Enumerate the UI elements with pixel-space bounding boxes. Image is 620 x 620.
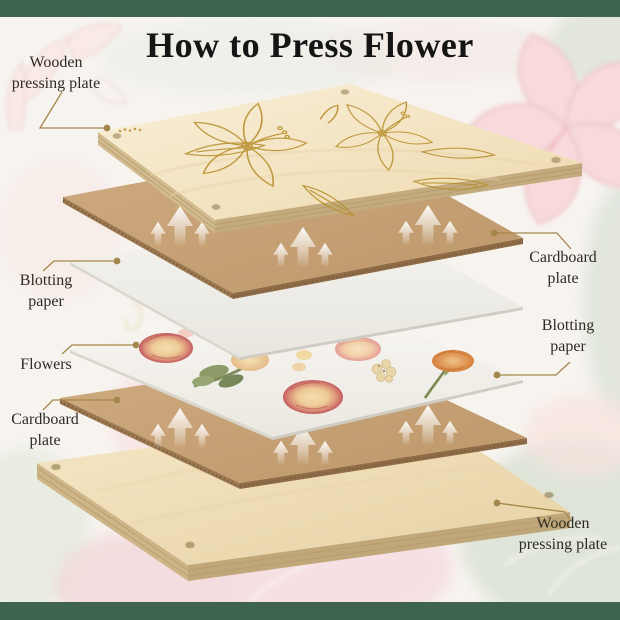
background-gold-sprout [125,299,143,331]
label-line: Cardboard [529,249,597,266]
engraved-hibiscus-art [183,98,497,217]
bolt-holes-bottom [51,463,554,549]
label-line: paper [550,337,586,355]
layer-wooden-plate-top [97,84,583,233]
callout-leader-lines [38,91,573,522]
callout-dots [103,124,501,507]
label-line: plate [547,269,579,287]
label-line: Blotting [541,317,595,334]
label-line: Cardboard [11,411,79,428]
label-cardboard-plate-left: Cardboard plate [0,410,90,452]
label-line: Flowers [20,356,72,373]
label-cardboard-plate-right: Cardboard plate [504,248,620,290]
engraved-sprig [118,127,142,133]
page-title: How to Press Flower [146,25,474,65]
label-blotting-paper-right: Blotting paper [518,316,618,358]
top-green-banner [0,0,620,17]
label-line: Wooden [536,515,590,532]
label-wooden-pressing-plate-bottom: Wooden pressing plate [506,514,620,556]
label-line: plate [29,431,61,449]
layer-flowers-sheet [70,293,523,440]
label-blotting-paper-left: Blotting paper [0,271,92,313]
label-line: pressing plate [11,74,101,92]
background-lily-lineart [6,23,127,131]
bolt-holes-top [112,89,561,210]
label-line: Wooden [29,54,83,71]
label-line: pressing plate [518,535,608,553]
label-line: paper [28,292,64,310]
label-wooden-pressing-plate-top: Wooden pressing plate [0,53,112,95]
label-flowers: Flowers [0,355,92,376]
label-line: Blotting [19,272,73,289]
bottom-green-banner [0,602,620,620]
